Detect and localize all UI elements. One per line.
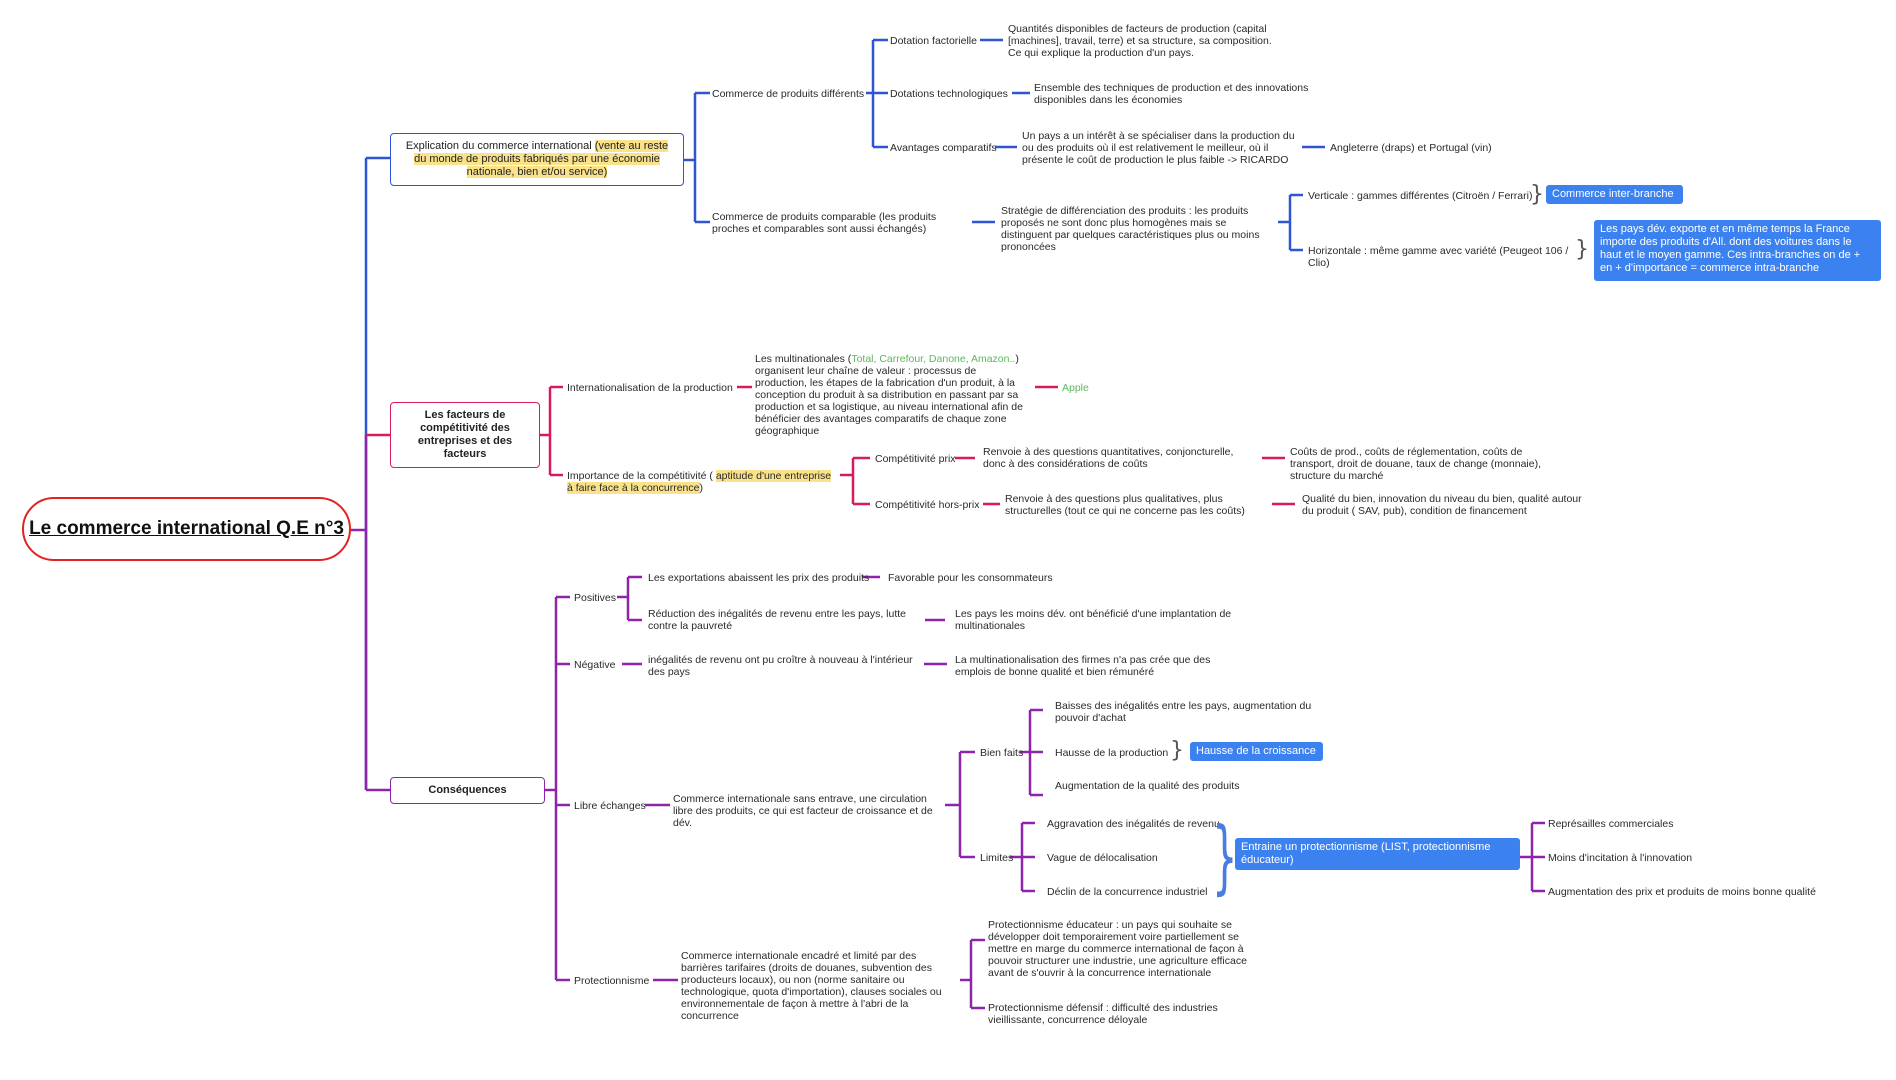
node-horizontale[interactable]: Horizontale : même gamme avec variété (P… <box>1308 245 1569 269</box>
item-qualite-produits: Augmentation de la qualité des produits <box>1055 780 1240 792</box>
brace-icon: } <box>1212 810 1238 903</box>
desc-protectionnisme: Commerce internationale encadré et limit… <box>681 950 942 1022</box>
node-protectionnisme[interactable]: Protectionnisme <box>574 975 650 987</box>
node-commerce-comparable[interactable]: Commerce de produits comparable (les pro… <box>712 211 937 235</box>
callout-hausse-croissance[interactable]: Hausse de la croissance <box>1190 742 1323 761</box>
callout-commerce-intra-branche[interactable]: Les pays dév. exporte et en même temps l… <box>1594 220 1881 281</box>
node-dotation-factorielle[interactable]: Dotation factorielle <box>890 35 977 47</box>
brace-icon: } <box>1575 237 1589 262</box>
callout-commerce-inter-branche[interactable]: Commerce inter-branche <box>1546 185 1683 204</box>
desc-libre-echanges: Commerce internationale sans entrave, un… <box>673 793 933 829</box>
detail-negative: La multinationalisation des firmes n'a p… <box>955 654 1211 678</box>
node-exportations[interactable]: Les exportations abaissent les prix des … <box>648 572 870 584</box>
node-limites[interactable]: Limites <box>980 852 1014 864</box>
desc-internationalisation: Les multinationales (Total, Carrefour, D… <box>755 353 1023 437</box>
node-positives[interactable]: Positives <box>574 592 617 604</box>
node-avantages-comparatifs[interactable]: Avantages comparatifs <box>890 142 997 154</box>
node-competitivite-prix[interactable]: Compétitivité prix <box>875 453 956 465</box>
node-importance-competitivite[interactable]: Importance de la compétitivité ( aptitud… <box>567 470 832 494</box>
node-protectionnisme-educateur[interactable]: Protectionnisme éducateur : un pays qui … <box>988 919 1247 979</box>
node-reduction-inegalites[interactable]: Réduction des inégalités de revenu entre… <box>648 608 906 632</box>
item-delocalisation: Vague de délocalisation <box>1047 852 1158 864</box>
desc-competitivite-hors-prix: Renvoie à des questions plus qualitative… <box>1005 493 1245 517</box>
desc-strategie-differenciation: Stratégie de différenciation des produit… <box>1001 205 1260 253</box>
callout-protectionnisme-list[interactable]: Entraine un protectionnisme (LIST, prote… <box>1235 838 1520 870</box>
detail-competitivite-prix: Coûts de prod., coûts de réglementation,… <box>1290 446 1541 482</box>
node-internationalisation[interactable]: Internationalisation de la production <box>567 382 733 394</box>
branch-explication-label: Explication du commerce international <box>405 140 595 152</box>
node-commerce-differents[interactable]: Commerce de produits différents <box>712 88 865 100</box>
node-dotations-technologiques[interactable]: Dotations technologiques <box>890 88 1008 100</box>
result-represailles: Représailles commerciales <box>1548 818 1674 830</box>
result-augmentation-prix: Augmentation des prix et produits de moi… <box>1548 886 1816 898</box>
branch-explication-node[interactable]: Explication du commerce international (v… <box>390 133 684 186</box>
brace-icon: } <box>1170 738 1184 763</box>
detail-exportations: Favorable pour les consommateurs <box>888 572 1053 584</box>
branch-facteurs-node[interactable]: Les facteurs de compétitivité des entrep… <box>390 402 540 468</box>
node-protectionnisme-defensif[interactable]: Protectionnisme défensif : difficulté de… <box>988 1002 1218 1026</box>
example-angleterre-portugal: Angleterre (draps) et Portugal (vin) <box>1330 142 1492 154</box>
root-node[interactable]: Le commerce international Q.E n°3 <box>22 497 351 561</box>
item-aggravation-inegalites: Aggravation des inégalités de revenu <box>1047 818 1220 830</box>
node-verticale[interactable]: Verticale : gammes différentes (Citroën … <box>1308 190 1533 202</box>
desc-dotation-factorielle: Quantités disponibles de facteurs de pro… <box>1008 23 1272 59</box>
node-competitivite-hors-prix[interactable]: Compétitivité hors-prix <box>875 499 980 511</box>
desc-dotations-technologiques: Ensemble des techniques de production et… <box>1034 82 1309 106</box>
node-libre-echanges[interactable]: Libre échanges <box>574 800 646 812</box>
node-bien-faits[interactable]: Bien faits <box>980 747 1024 759</box>
desc-competitivite-prix: Renvoie à des questions quantitatives, c… <box>983 446 1234 470</box>
example-apple: Apple <box>1062 382 1089 394</box>
item-baisse-inegalites: Baisses des inégalités entre les pays, a… <box>1055 700 1312 724</box>
detail-reduction-inegalites: Les pays les moins dév. ont bénéficié d'… <box>955 608 1232 632</box>
item-hausse-production: Hausse de la production <box>1055 747 1169 759</box>
branch-consequences-node[interactable]: Conséquences <box>390 777 545 804</box>
desc-negative: inégalités de revenu ont pu croître à no… <box>648 654 913 678</box>
node-negative[interactable]: Négative <box>574 659 616 671</box>
desc-avantages-comparatifs: Un pays a un intérêt à se spécialiser da… <box>1022 130 1295 166</box>
detail-competitivite-hors-prix: Qualité du bien, innovation du niveau du… <box>1302 493 1582 517</box>
result-moins-innovation: Moins d'incitation à l'innovation <box>1548 852 1693 864</box>
brace-icon: } <box>1530 182 1544 207</box>
item-declin-concurrence: Déclin de la concurrence industriel <box>1047 886 1208 898</box>
